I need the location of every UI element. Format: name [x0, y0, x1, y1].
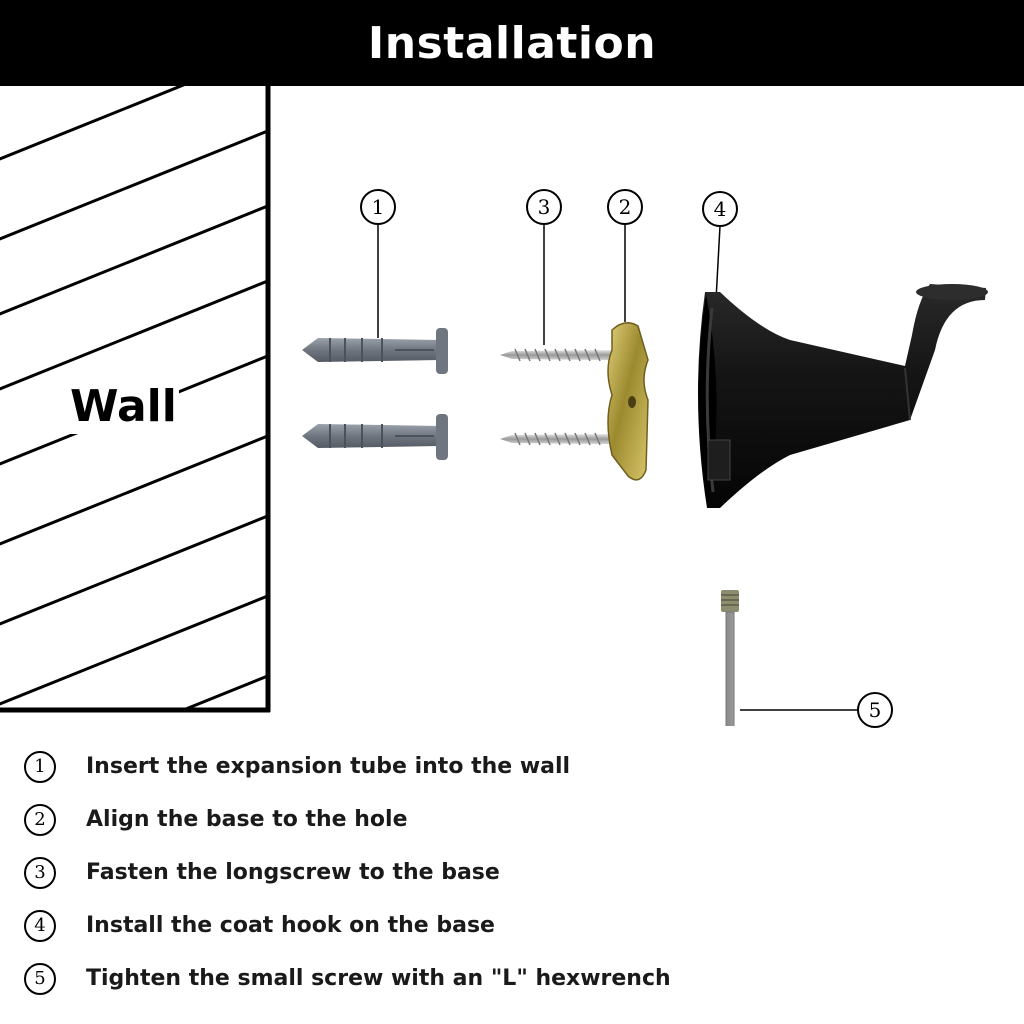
callout-3: 3: [526, 189, 562, 225]
wall-anchor-icon: [302, 328, 448, 460]
callout-2: 2: [607, 189, 643, 225]
leader-lines: [377, 224, 858, 711]
page-title: Installation: [367, 17, 657, 69]
callout-4: 4: [702, 191, 738, 227]
step-number: 1: [24, 750, 56, 783]
wood-screw-icon: [500, 348, 612, 446]
step-text: Align the base to the hole: [86, 807, 408, 832]
instruction-list: 1 Insert the expansion tube into the wal…: [24, 740, 1004, 1005]
step-number: 3: [24, 856, 56, 889]
mounting-base-icon: [607, 322, 649, 481]
step-number: 4: [24, 909, 56, 942]
step-text: Fasten the longscrew to the base: [86, 860, 500, 885]
step-number: 5: [24, 962, 56, 995]
callout-1: 1: [360, 189, 396, 225]
list-item: 1 Insert the expansion tube into the wal…: [24, 740, 1004, 793]
step-text: Tighten the small screw with an "L" hexw…: [86, 966, 671, 991]
step-number: 2: [24, 803, 56, 836]
step-text: Install the coat hook on the base: [86, 913, 495, 938]
list-item: 2 Align the base to the hole: [24, 793, 1004, 846]
coat-hook-icon: [697, 284, 988, 508]
wall-label: Wall: [68, 380, 179, 434]
step-text: Insert the expansion tube into the wall: [86, 754, 571, 779]
header-bar: Installation: [0, 0, 1024, 86]
list-item: 3 Fasten the longscrew to the base: [24, 846, 1004, 899]
installation-diagram: [0, 86, 988, 726]
list-item: 4 Install the coat hook on the base: [24, 899, 1004, 952]
hex-wrench-icon: [721, 590, 739, 726]
list-item: 5 Tighten the small screw with an "L" he…: [24, 952, 1004, 1005]
callout-5: 5: [857, 692, 893, 728]
